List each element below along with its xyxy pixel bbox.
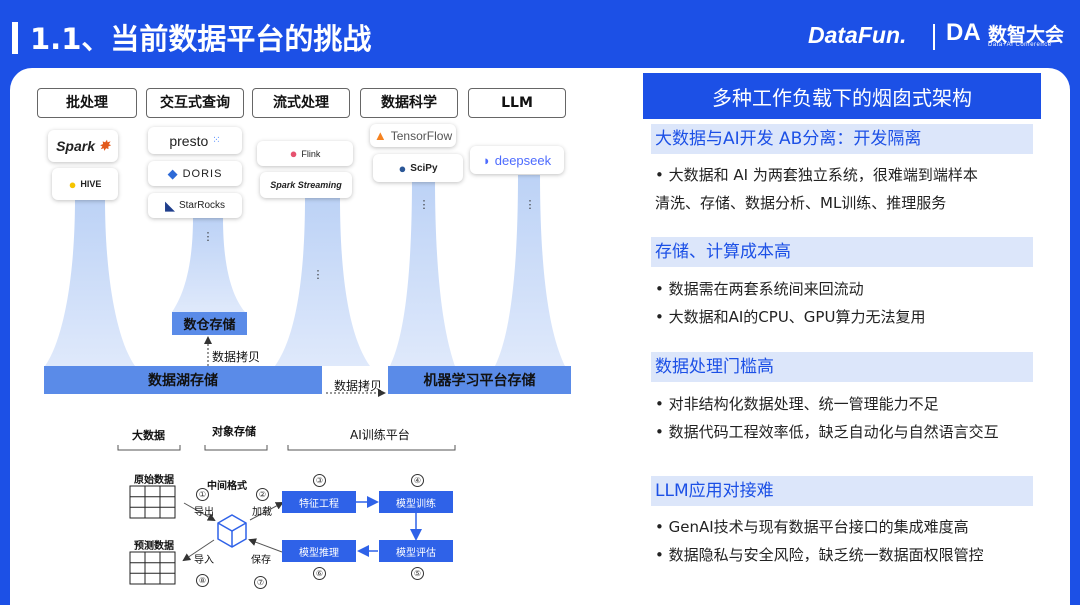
warehouse-storage: 数仓存储 xyxy=(172,312,247,335)
section-2-line-1: • 数据需在两套系统间来回流动 xyxy=(655,280,864,298)
logo-divider xyxy=(933,24,935,50)
step-5: ⑤ xyxy=(411,567,424,580)
section-title-1: 大数据与AI开发 AB分离：开发隔离 xyxy=(651,124,1033,154)
starrocks-icon: ◣ xyxy=(164,197,175,213)
ellipsis-dots: ⋮ xyxy=(313,268,324,281)
pred-data-table xyxy=(129,551,176,585)
category-stream: 流式处理 xyxy=(252,88,350,118)
flow-arrow xyxy=(182,539,215,562)
section-title-3: 数据处理门槛高 xyxy=(651,352,1033,382)
label-export: 导出 xyxy=(194,507,214,518)
scipy-icon: ● xyxy=(398,160,407,176)
spark-star-icon: ✸ xyxy=(99,138,110,153)
data-lake-storage: 数据湖存储 xyxy=(44,366,322,394)
label-raw-data: 原始数据 xyxy=(134,475,174,486)
bracket-ai xyxy=(287,445,456,451)
challenges-panel: 多种工作负载下的烟囱式架构 大数据与AI开发 AB分离：开发隔离 • 大数据和 … xyxy=(643,73,1041,605)
da-logo-subtitle: Data+AI Conference xyxy=(988,42,1052,48)
cube-icon xyxy=(217,514,247,548)
section-1-line-2: 清洗、存储、数据分析、ML训练、推理服务 xyxy=(655,194,947,212)
doris-icon: ◆ xyxy=(167,165,179,181)
engine-deepseek: ◗deepseek xyxy=(470,146,564,174)
label-mid-format: 中间格式 xyxy=(207,481,247,492)
engine-spark-streaming: Spark Streaming xyxy=(260,172,352,198)
section-4-line-1: • GenAI技术与现有数据平台接口的集成难度高 xyxy=(655,518,969,536)
engine-spark: Spark✸ xyxy=(48,130,118,162)
step-2: ② xyxy=(256,488,269,501)
step-4: ④ xyxy=(411,474,424,487)
category-batch: 批处理 xyxy=(37,88,137,118)
hive-bee-icon: ● xyxy=(68,176,77,192)
label-object-storage: 对象存储 xyxy=(212,425,256,438)
datafun-logo: DataFun. xyxy=(808,22,907,48)
funnel-interactive xyxy=(172,218,245,312)
process-model-training: 模型训练 xyxy=(379,491,453,513)
label-pred-data: 预测数据 xyxy=(134,541,174,552)
step-7: ⑦ xyxy=(254,576,267,589)
funnel-llm xyxy=(495,175,565,366)
copy-label-vertical: 数据拷贝 xyxy=(212,350,261,364)
engine-tensorflow: ▲TensorFlow xyxy=(370,124,456,147)
engine-starrocks: ◣StarRocks xyxy=(148,193,242,218)
step-8: ⑧ xyxy=(196,574,209,587)
category-llm: LLM xyxy=(468,88,566,118)
label-load: 加载 xyxy=(252,507,272,518)
flow-arrow xyxy=(249,502,284,521)
section-3-line-1: • 对非结构化数据处理、统一管理能力不足 xyxy=(655,395,939,413)
engine-flink: ●Flink xyxy=(257,141,353,166)
flow-arrow xyxy=(248,538,283,553)
title-bar: 1.1、当前数据平台的挑战 DataFun. DA 数智大会 Data+AI C… xyxy=(0,0,1080,72)
deepseek-whale-icon: ◗ xyxy=(482,152,491,168)
da-logo-name: 数智大会 xyxy=(988,24,1065,46)
ellipsis-dots: ⋮ xyxy=(203,230,214,243)
engine-scipy: ●SciPy xyxy=(373,154,463,182)
ellipsis-dots: ⋮ xyxy=(525,198,536,211)
bracket-bigdata xyxy=(117,445,181,451)
engine-presto: presto⁙ xyxy=(148,127,242,154)
process-feature-engineering: 特征工程 xyxy=(282,491,356,513)
page-title: 1.1、当前数据平台的挑战 xyxy=(30,22,372,56)
process-model-inference: 模型推理 xyxy=(282,540,356,562)
presto-dots-icon: ⁙ xyxy=(212,135,221,146)
copy-label-horizontal: 数据拷贝 xyxy=(334,379,383,393)
section-4-line-2: • 数据隐私与安全风险，缺乏统一数据面权限管控 xyxy=(655,546,984,564)
label-import: 导入 xyxy=(194,555,214,566)
funnel-datasci xyxy=(390,178,455,366)
funnel-batch xyxy=(45,198,135,366)
section-3-line-2: • 数据代码工程效率低，缺乏自动化与自然语言交互 xyxy=(655,423,999,441)
label-save: 保存 xyxy=(251,555,271,566)
tensorflow-icon: ▲ xyxy=(373,128,387,143)
label-bigdata: 大数据 xyxy=(132,429,165,442)
funnel-stream xyxy=(275,198,370,366)
engine-doris: ◆DORIS xyxy=(148,161,242,186)
flow-arrow xyxy=(183,502,216,521)
label-ai-platform: AI训练平台 xyxy=(350,428,410,442)
category-interactive: 交互式查询 xyxy=(146,88,244,118)
title-accent-bar xyxy=(12,22,18,54)
challenges-header: 多种工作负载下的烟囱式架构 xyxy=(643,73,1041,119)
step-1: ① xyxy=(196,488,209,501)
category-datasci: 数据科学 xyxy=(360,88,458,118)
process-model-evaluation: 模型评估 xyxy=(379,540,453,562)
ellipsis-dots: ⋮ xyxy=(419,198,430,211)
section-1-line-1: • 大数据和 AI 为两套独立系统，很难端到端样本 xyxy=(655,166,978,184)
step-3: ③ xyxy=(313,474,326,487)
section-2-line-2: • 大数据和AI的CPU、GPU算力无法复用 xyxy=(655,308,926,326)
engine-hive: ●HIVE xyxy=(52,168,118,200)
ml-platform-storage: 机器学习平台存储 xyxy=(388,366,571,394)
step-6: ⑥ xyxy=(313,567,326,580)
da-logo: DA xyxy=(946,19,981,46)
flink-squirrel-icon: ● xyxy=(289,146,298,161)
section-title-4: LLM应用对接难 xyxy=(651,476,1033,506)
raw-data-table xyxy=(129,485,176,519)
bracket-object xyxy=(204,445,268,451)
section-title-2: 存储、计算成本高 xyxy=(651,237,1033,267)
